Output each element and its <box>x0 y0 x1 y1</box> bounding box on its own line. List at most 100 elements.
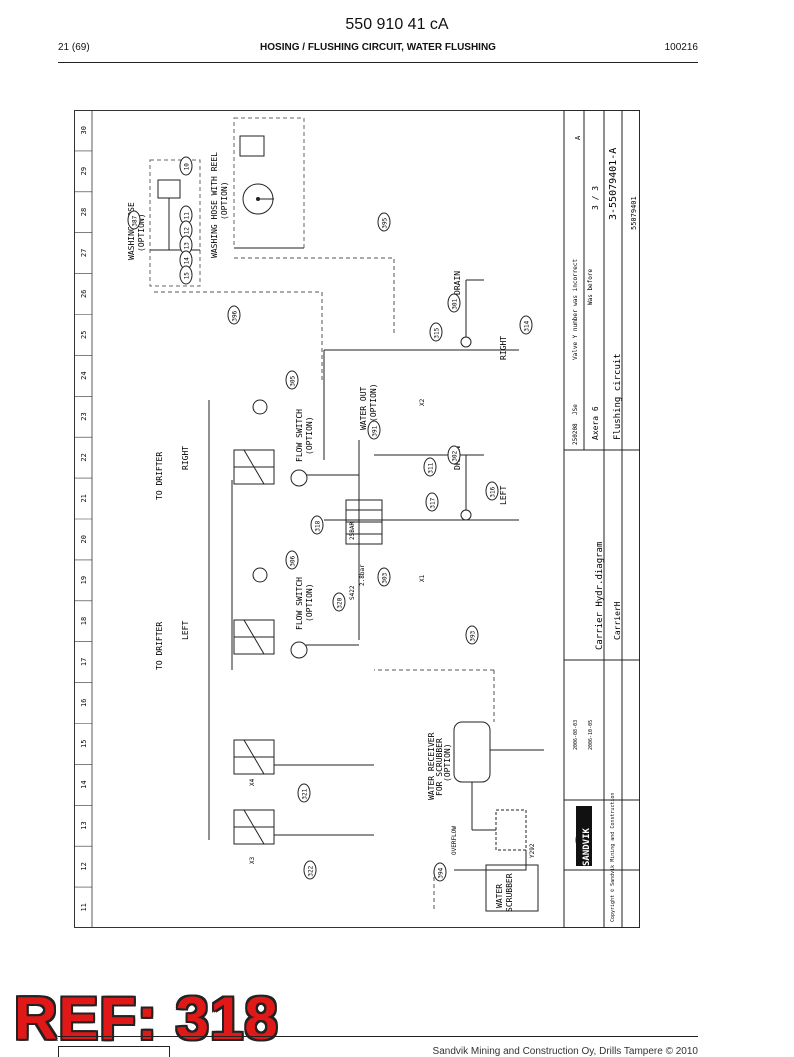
callout-bubble <box>179 156 193 176</box>
label-washing-reel: WASHING HOSE WITH REEL <box>210 152 219 258</box>
callout-number: 15 <box>184 272 191 280</box>
change-date: 250208 <box>572 423 579 445</box>
gauge-left <box>252 567 268 583</box>
label-receiver-option: (OPTION) <box>443 743 452 782</box>
label-x3: X3 <box>249 856 256 864</box>
callout-bubble <box>423 457 437 477</box>
label-water-out-option: (OPTION) <box>369 383 378 422</box>
id-code: 55079401 <box>630 196 638 230</box>
page-title: HOSING / FLUSHING CIRCUIT, WATER FLUSHIN… <box>260 42 496 53</box>
grid-number: 18 <box>80 617 88 625</box>
change-note-1: Valve Y number was incorrect <box>572 258 579 360</box>
grid-number: 30 <box>80 126 88 134</box>
callout-bubble <box>519 315 533 335</box>
callout-number: 391 <box>372 425 379 436</box>
frame-outer <box>74 110 640 928</box>
valve-left <box>233 619 275 655</box>
label-drain-right: DRAIN <box>453 271 462 295</box>
callout-number: 303 <box>382 572 389 583</box>
callout-number: 315 <box>434 327 441 338</box>
water-receiver-tank <box>453 721 491 783</box>
water-scrubber-box <box>485 864 539 912</box>
callout-number: 10 <box>184 163 191 171</box>
callout-number: 302 <box>452 450 459 461</box>
label-right: RIGHT <box>181 446 190 470</box>
change-note-2: Was before <box>587 268 594 305</box>
callout-number: 318 <box>315 520 322 531</box>
valve-x3 <box>233 809 275 845</box>
callout-bubble <box>465 625 479 645</box>
valve-right <box>233 449 275 485</box>
callout-number: 316 <box>490 486 497 497</box>
grid-number: 11 <box>80 903 88 911</box>
callout-number: 11 <box>184 212 191 220</box>
grid-number: 14 <box>80 780 88 788</box>
page-number: 21 (69) <box>58 42 90 53</box>
title-flushing: Flushing circuit <box>613 353 623 440</box>
valve-x4 <box>233 739 275 775</box>
callout-bubble <box>285 370 299 390</box>
callout-bubble <box>285 550 299 570</box>
label-flow-switch-right-option: (OPTION) <box>305 416 314 455</box>
callout-bubble <box>367 420 381 440</box>
callout-number: 314 <box>524 320 531 331</box>
drawn-date: 2006-08-03 <box>573 720 579 750</box>
callout-number: 394 <box>438 867 445 878</box>
rev-letter: A <box>574 135 582 140</box>
grid-number: 22 <box>80 453 88 461</box>
label-left-outlet: LEFT <box>499 486 508 505</box>
grid-number: 29 <box>80 167 88 175</box>
flow-switch-left <box>290 641 308 659</box>
label-for-scrubber: FOR SCRUBBER <box>435 738 444 796</box>
grid-number: 17 <box>80 658 88 666</box>
callout-number: 320 <box>337 597 344 608</box>
label-2-8bar: 2.8bar <box>359 564 366 586</box>
grid-number: 25 <box>80 331 88 339</box>
reel-valve <box>239 135 265 157</box>
grid-number: 23 <box>80 412 88 420</box>
header-date: 100216 <box>664 42 698 53</box>
label-y292: Y292 <box>529 843 536 858</box>
grid-number: 20 <box>80 535 88 543</box>
drawing-number: 3-55079401-A <box>608 148 619 220</box>
grid-number: 13 <box>80 821 88 829</box>
callout-number: 305 <box>290 375 297 386</box>
callout-number: 322 <box>308 865 315 876</box>
callout-bubble <box>297 783 311 803</box>
grid-number: 21 <box>80 494 88 502</box>
callout-number: 396 <box>232 310 239 321</box>
grid-number: 24 <box>80 371 88 379</box>
footer-logo-box <box>58 1046 170 1057</box>
callout-number: 311 <box>428 462 435 473</box>
callout-bubble <box>485 481 499 501</box>
label-to-drifter-right: TO DRIFTER <box>155 452 164 500</box>
label-water-out: WATER OUT <box>359 386 368 430</box>
callout-bubble <box>377 212 391 232</box>
label-25bar: 25BAR <box>349 522 356 540</box>
label-x2: X2 <box>419 398 426 406</box>
label-flow-switch-left: FLOW SWITCH <box>295 577 304 630</box>
label-water: WATER <box>495 884 504 908</box>
copyright-text: Copyright © Sandvik Mining and Construct… <box>610 793 616 922</box>
label-scrubber: SCRUBBER <box>505 873 514 912</box>
callout-bubble <box>425 492 439 512</box>
hose-valve <box>157 179 181 199</box>
grid-number: 28 <box>80 208 88 216</box>
grid-number: 26 <box>80 290 88 298</box>
drain-valve-right <box>460 279 484 348</box>
callout-number: 306 <box>290 555 297 566</box>
flow-switch-right <box>290 469 308 487</box>
doc-code: 550 910 41 cA <box>345 16 449 33</box>
callout-bubble <box>310 515 324 535</box>
brand-text: SANDVIK <box>582 827 592 866</box>
callout-number: 317 <box>430 497 437 508</box>
callout-number: 321 <box>302 788 309 799</box>
title-block: SANDVIK Copyright © Sandvik Mining and C… <box>563 109 641 929</box>
callout-number: 12 <box>184 227 191 235</box>
callout-bubble <box>127 210 141 230</box>
filter-y292 <box>495 809 527 851</box>
header-divider <box>58 62 698 63</box>
main-title: Carrier Hydr.diagram <box>595 542 605 650</box>
